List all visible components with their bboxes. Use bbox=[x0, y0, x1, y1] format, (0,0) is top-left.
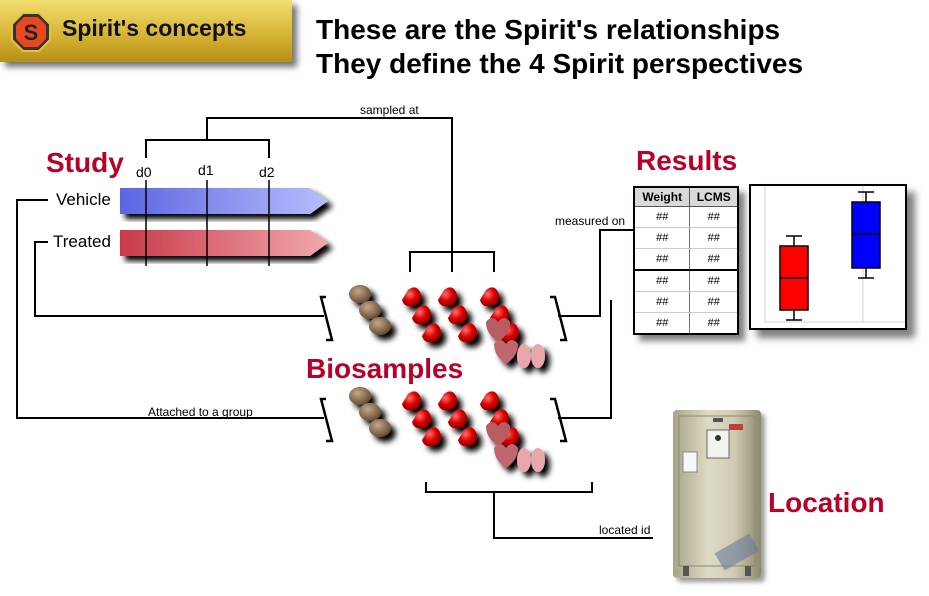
treated-attach-connector bbox=[34, 241, 324, 317]
timepoint-label-d2: d2 bbox=[259, 164, 275, 180]
organ-icons bbox=[486, 422, 545, 472]
located-bracket bbox=[425, 482, 593, 493]
results-boxplot bbox=[749, 184, 907, 330]
group-label-vehicle: Vehicle bbox=[56, 190, 111, 209]
results-table-header: Weight LCMS bbox=[633, 186, 739, 207]
freezer-details bbox=[678, 415, 760, 576]
biosample-group-vehicle bbox=[349, 285, 545, 368]
results-title: Results bbox=[636, 145, 738, 176]
located-connector bbox=[493, 492, 653, 539]
biosample-prong bbox=[409, 251, 495, 272]
results-table: Weight LCMS #### #### #### #### #### ###… bbox=[633, 186, 739, 335]
boxplot-box-red bbox=[779, 235, 809, 321]
table-cell: ## bbox=[633, 269, 691, 292]
table-cell: ## bbox=[689, 227, 739, 249]
table-cell: ## bbox=[633, 227, 691, 249]
measured-on-connector-2 bbox=[558, 300, 612, 419]
table-cell: ## bbox=[689, 248, 739, 271]
spirit-logo-letter: S bbox=[24, 20, 39, 45]
headline-line-1: These are the Spirit's relationships bbox=[316, 14, 781, 45]
vehicle-group-arrow bbox=[120, 188, 328, 214]
column-header-weight: Weight bbox=[633, 186, 691, 207]
headline-line-2: They define the 4 Spirit perspectives bbox=[316, 48, 804, 79]
measured-on-label: measured on bbox=[555, 214, 626, 228]
freezer-icon bbox=[673, 410, 761, 578]
sampled-at-label: sampled at bbox=[360, 103, 419, 117]
location-title: Location bbox=[768, 487, 885, 518]
measured-on-connector-1 bbox=[558, 229, 633, 317]
timepoint-bracket bbox=[145, 139, 270, 158]
attached-to-group-label: Attached to a group bbox=[148, 405, 253, 419]
table-cell: ## bbox=[689, 206, 739, 228]
vehicle-attach-connector bbox=[16, 199, 324, 419]
biosample-bracket-left-1 bbox=[319, 295, 334, 342]
table-row: #### bbox=[633, 291, 739, 313]
table-cell: ## bbox=[689, 269, 739, 292]
biosample-bracket-right-1 bbox=[550, 295, 568, 342]
badge-title: Spirit's concepts bbox=[62, 15, 247, 41]
sampled-at-connector bbox=[206, 117, 453, 252]
table-cell: ## bbox=[633, 312, 691, 335]
biosample-bracket-left-2 bbox=[319, 397, 334, 443]
timepoint-label-d0: d0 bbox=[136, 164, 152, 180]
column-header-lcms: LCMS bbox=[689, 186, 739, 207]
biosamples-title: Biosamples bbox=[306, 353, 464, 384]
table-row: #### bbox=[633, 248, 739, 271]
boxplot-box-blue bbox=[851, 191, 881, 279]
table-row: #### bbox=[633, 206, 739, 228]
table-row: #### bbox=[633, 269, 739, 292]
study-title: Study bbox=[46, 147, 124, 178]
table-cell: ## bbox=[633, 206, 691, 228]
organ-icons bbox=[486, 318, 545, 368]
biosample-bracket-right-2 bbox=[550, 397, 568, 443]
mouse-icons bbox=[349, 387, 391, 437]
table-row: #### bbox=[633, 227, 739, 249]
table-cell: ## bbox=[689, 312, 739, 335]
boxplot-canvas bbox=[764, 186, 905, 323]
located-id-label: located id bbox=[599, 523, 651, 537]
mouse-icons bbox=[349, 285, 391, 335]
timepoint-label-d1: d1 bbox=[198, 162, 214, 178]
treated-group-arrow bbox=[120, 230, 328, 256]
spirit-logo-icon: S bbox=[11, 12, 51, 52]
table-row: #### bbox=[633, 312, 739, 335]
biosample-group-treated bbox=[349, 387, 545, 472]
table-cell: ## bbox=[633, 248, 691, 271]
table-cell: ## bbox=[633, 291, 691, 313]
table-cell: ## bbox=[689, 291, 739, 313]
group-label-treated: Treated bbox=[53, 232, 111, 251]
